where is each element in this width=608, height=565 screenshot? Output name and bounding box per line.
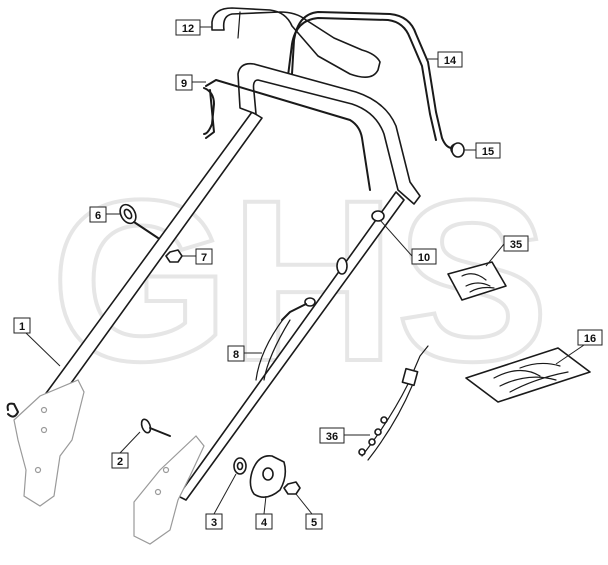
callout-label-2: 2 [117, 456, 123, 468]
lower-bracket-left [6, 379, 85, 507]
callout-4: 4 [255, 495, 273, 530]
cable-guide [336, 257, 348, 275]
nut-7 [165, 249, 183, 263]
callout-16: 16 [555, 329, 603, 365]
callout-10: 10 [379, 219, 437, 265]
callout-label-12: 12 [182, 23, 194, 35]
callout-label-6: 6 [95, 210, 101, 222]
throttle-cable [255, 297, 316, 381]
cable-clip-10 [371, 210, 385, 222]
lower-bracket-right [133, 435, 205, 545]
callout-7: 7 [182, 248, 213, 265]
knob-4 [249, 455, 287, 498]
callout-label-15: 15 [482, 146, 494, 158]
callout-label-35: 35 [510, 239, 522, 251]
callout-label-36: 36 [326, 431, 338, 443]
callout-36: 36 [319, 427, 370, 444]
callout-15: 15 [464, 142, 501, 159]
callout-label-7: 7 [201, 252, 207, 264]
callout-label-10: 10 [418, 252, 430, 264]
callout-label-5: 5 [311, 517, 317, 529]
callout-9: 9 [175, 74, 206, 91]
eye-bolt [119, 203, 159, 239]
nut-5 [283, 481, 301, 495]
upper-handle-bar [211, 7, 381, 78]
callout-3: 3 [205, 473, 237, 530]
washer-3 [233, 457, 247, 475]
callout-35: 35 [485, 235, 529, 267]
callout-1: 1 [13, 317, 61, 367]
hardware-kit-35 [447, 261, 507, 301]
callout-label-3: 3 [211, 517, 217, 529]
bolt-2 [140, 418, 171, 437]
cap-15 [451, 142, 465, 158]
callout-label-16: 16 [584, 333, 596, 345]
callout-6: 6 [89, 206, 120, 223]
callout-5: 5 [295, 493, 323, 530]
callout-label-14: 14 [444, 55, 457, 67]
callout-label-1: 1 [19, 321, 25, 333]
callout-8: 8 [227, 345, 262, 362]
drive-cable [358, 345, 429, 461]
callout-label-8: 8 [233, 349, 239, 361]
callout-label-9: 9 [181, 78, 187, 90]
main-handle-frame [35, 62, 421, 501]
callout-14: 14 [426, 51, 463, 68]
callout-label-4: 4 [261, 517, 268, 529]
callout-12: 12 [175, 19, 212, 36]
callout-2: 2 [111, 431, 141, 469]
